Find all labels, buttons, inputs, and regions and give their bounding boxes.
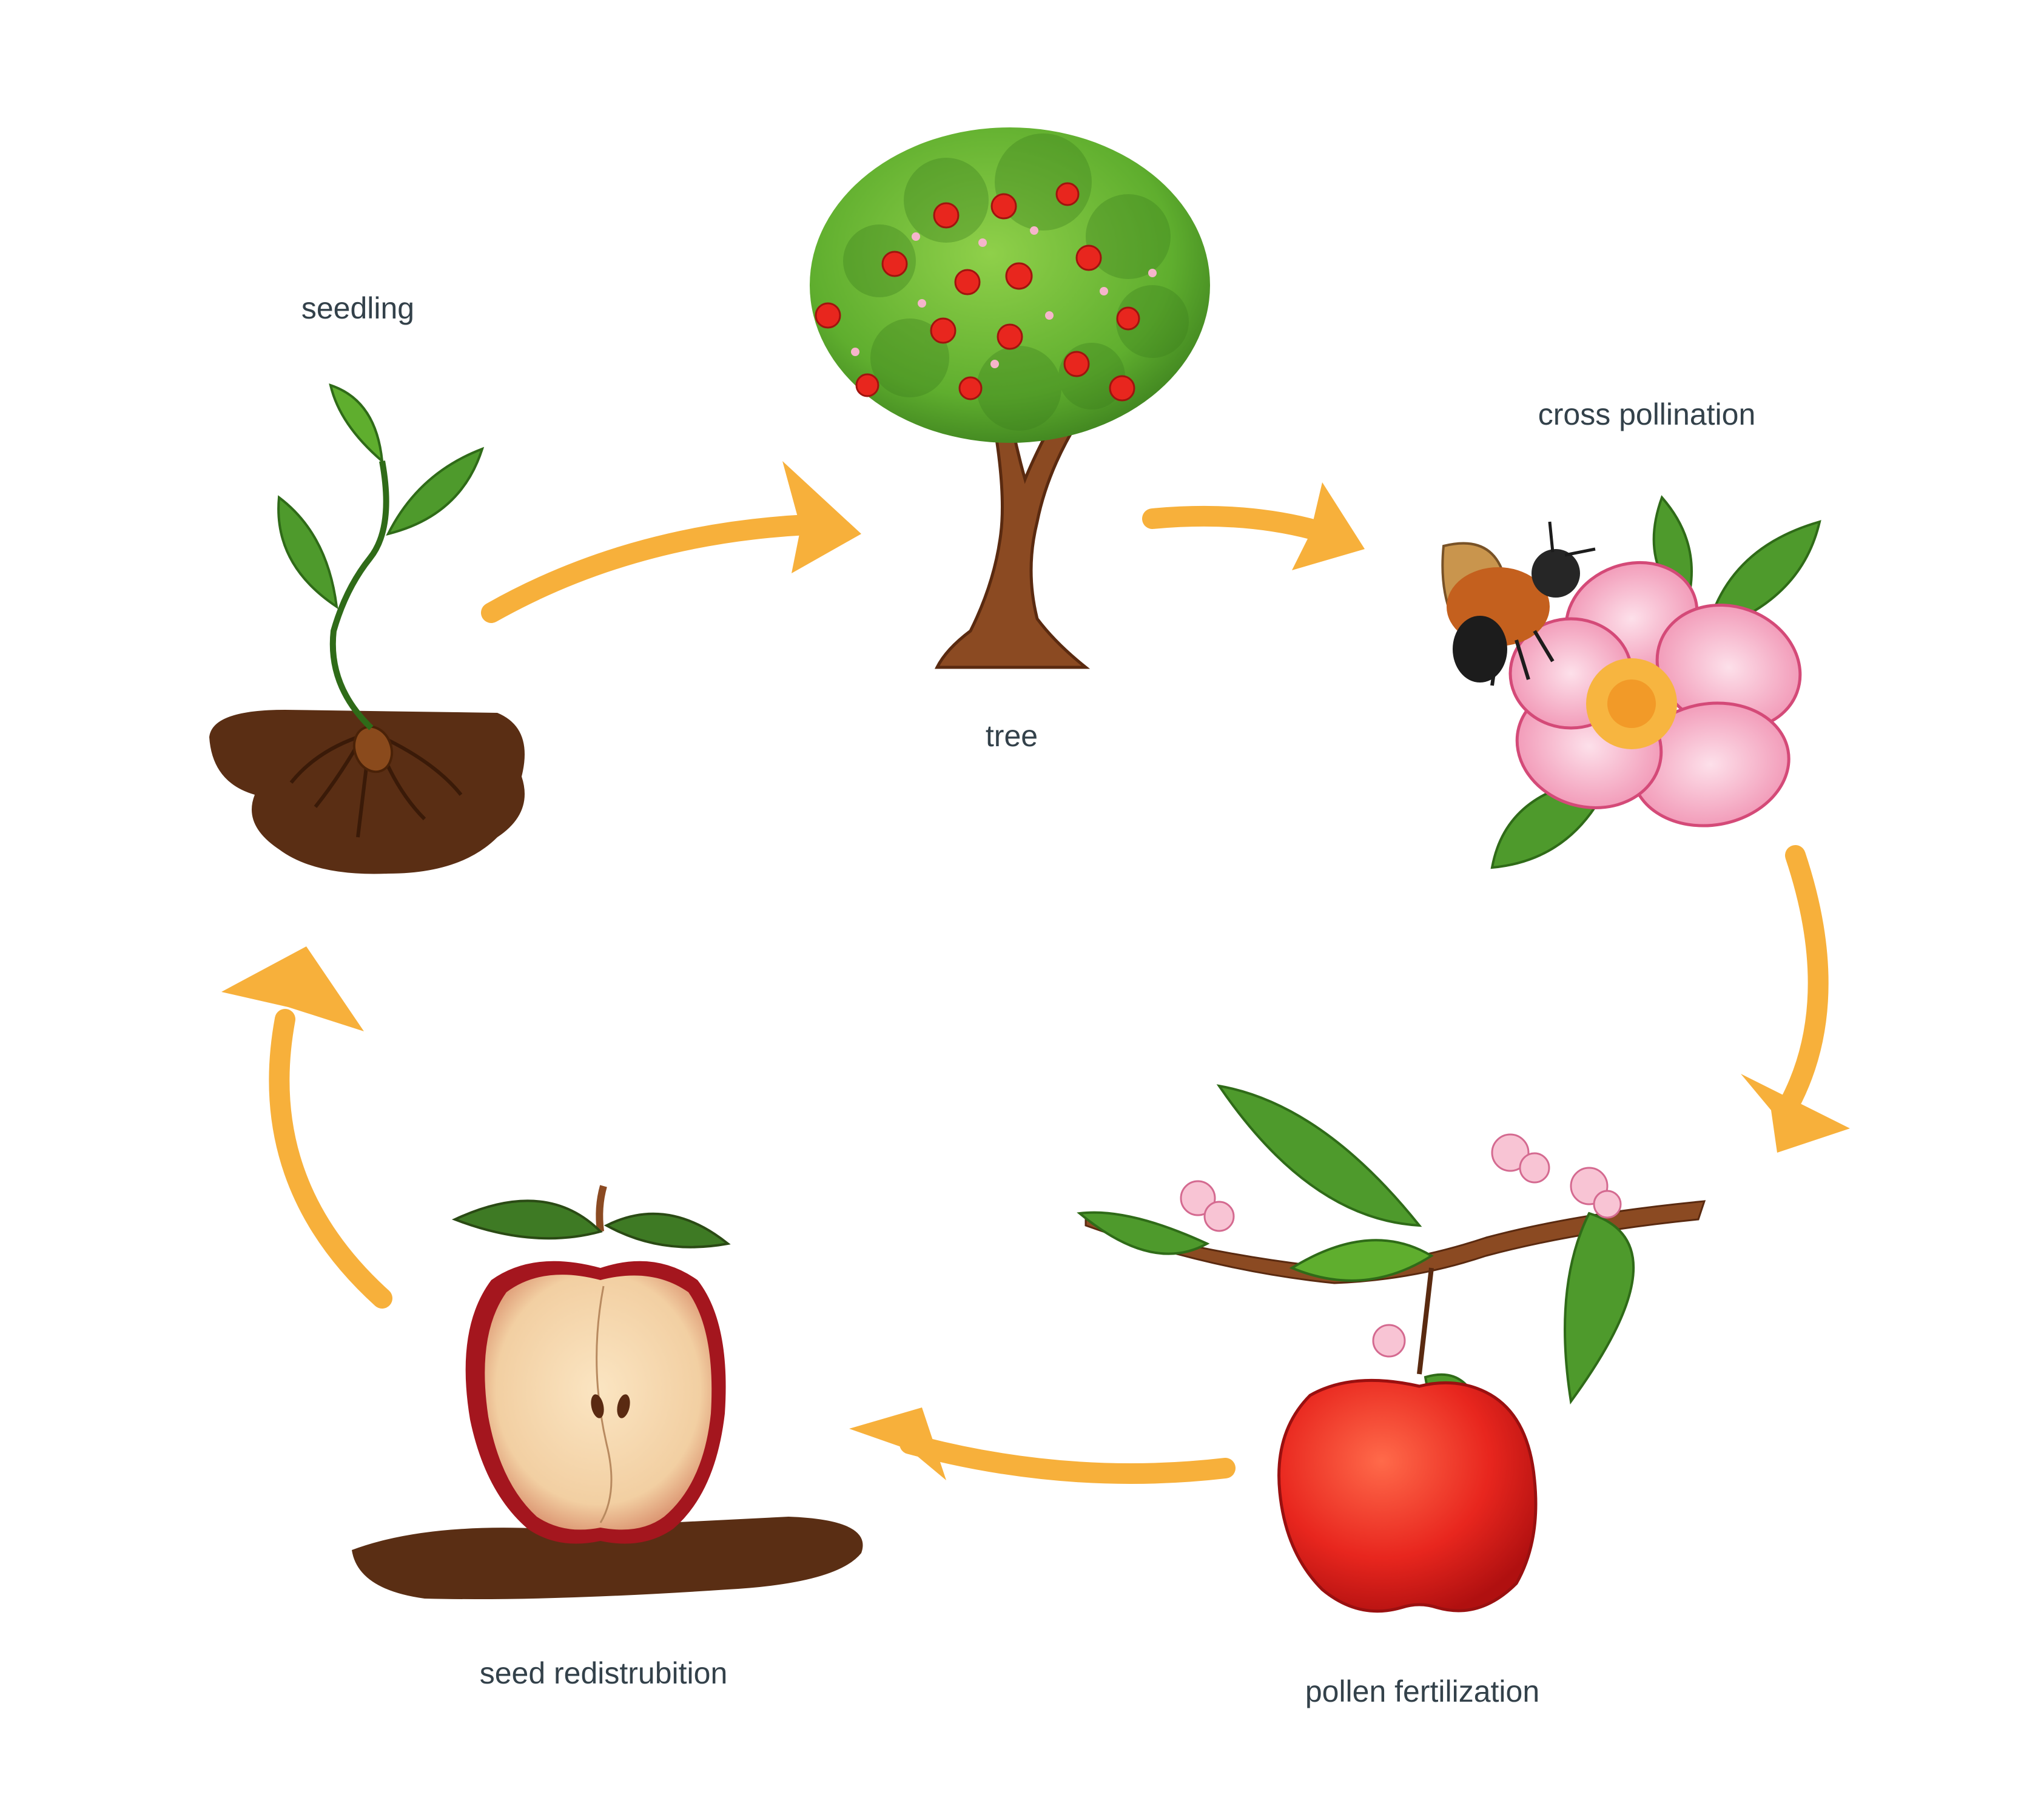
apple-tree-illustration <box>810 127 1210 669</box>
branch-leaf-large <box>1216 1084 1422 1227</box>
seedling-leaf-right <box>386 447 485 536</box>
apple-seed-right <box>617 1394 630 1418</box>
seedling-leaf-left <box>277 495 338 610</box>
cut-apple-stem <box>596 1185 607 1232</box>
seedling-illustration <box>209 383 525 874</box>
red-apple <box>1277 1378 1538 1613</box>
branch-leaf-middle <box>1289 1239 1434 1282</box>
arrow-redistribution-to-seedling <box>221 946 392 1309</box>
seed-redistribution-illustration <box>352 1185 863 1599</box>
cut-apple-leaf-right <box>604 1212 731 1249</box>
soil-patch <box>352 1517 863 1599</box>
label-cross-pollination: cross pollination <box>1538 397 1756 431</box>
apple-seed-left <box>591 1394 604 1418</box>
canopy-texture <box>843 133 1189 431</box>
tree-apples <box>815 182 1140 402</box>
branch-leaf-right <box>1564 1212 1635 1405</box>
label-tree: tree <box>986 719 1038 753</box>
soil-mound <box>209 710 525 874</box>
pollination-illustration <box>1441 495 1821 869</box>
arrow-fertilization-to-redistribution <box>849 1407 1236 1484</box>
cut-apple-core-line <box>596 1286 613 1523</box>
branch-leaf-left <box>1077 1211 1210 1255</box>
bee <box>1441 521 1596 686</box>
label-seed-redistribution: seed redistrubition <box>480 1656 728 1690</box>
flower-stamens <box>1586 658 1677 749</box>
cut-apple-leaf-left <box>451 1199 603 1240</box>
tree-trunk <box>934 393 1095 669</box>
bee-legs <box>1490 630 1555 686</box>
arrow-seedling-to-tree <box>481 461 861 623</box>
seedling-leaf-top <box>329 383 384 464</box>
bee-antennae <box>1548 521 1596 557</box>
label-seedling: seedling <box>301 291 414 325</box>
apple-stem <box>1417 1267 1434 1375</box>
label-pollen-fertilization: pollen fertilization <box>1305 1674 1539 1708</box>
arrow-tree-to-pollination <box>1142 482 1365 570</box>
seed <box>352 725 394 774</box>
branch-blossoms <box>1180 1133 1622 1358</box>
bee-head <box>1532 549 1580 598</box>
fertilization-illustration <box>1077 1084 1706 1613</box>
tree-blossoms <box>851 226 1157 368</box>
arrow-pollination-to-fertilization <box>1741 845 1850 1153</box>
seedling-stem <box>329 460 389 730</box>
